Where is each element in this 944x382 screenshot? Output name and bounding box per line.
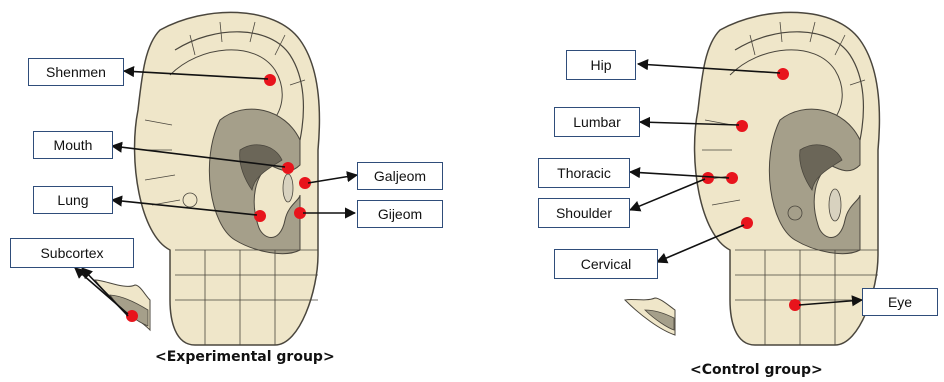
lung-point xyxy=(254,210,266,222)
cervical-point xyxy=(741,217,753,229)
shenmen-point xyxy=(264,74,276,86)
label-thoracic: Thoracic xyxy=(538,158,630,188)
experimental-caption: <Experimental group> xyxy=(155,349,335,365)
label-subcortex: Subcortex xyxy=(10,238,134,268)
label-cervical: Cervical xyxy=(554,249,658,279)
label-shoulder: Shoulder xyxy=(538,198,630,228)
mouth-point xyxy=(282,162,294,174)
label-lung: Lung xyxy=(33,186,113,214)
experimental-ear-illustration xyxy=(95,12,319,345)
label-mouth: Mouth xyxy=(33,131,113,159)
label-hip: Hip xyxy=(566,50,636,80)
label-lumbar: Lumbar xyxy=(554,107,640,137)
lumbar-point xyxy=(736,120,748,132)
control-caption: <Control group> xyxy=(690,362,823,378)
label-shenmen: Shenmen xyxy=(28,58,124,86)
label-galjeom: Galjeom xyxy=(357,162,443,190)
hip-point xyxy=(777,68,789,80)
control-ear-illustration xyxy=(625,12,879,345)
shoulder-point xyxy=(702,172,714,184)
label-gijeom: Gijeom xyxy=(357,200,443,228)
label-eye: Eye xyxy=(862,288,938,316)
